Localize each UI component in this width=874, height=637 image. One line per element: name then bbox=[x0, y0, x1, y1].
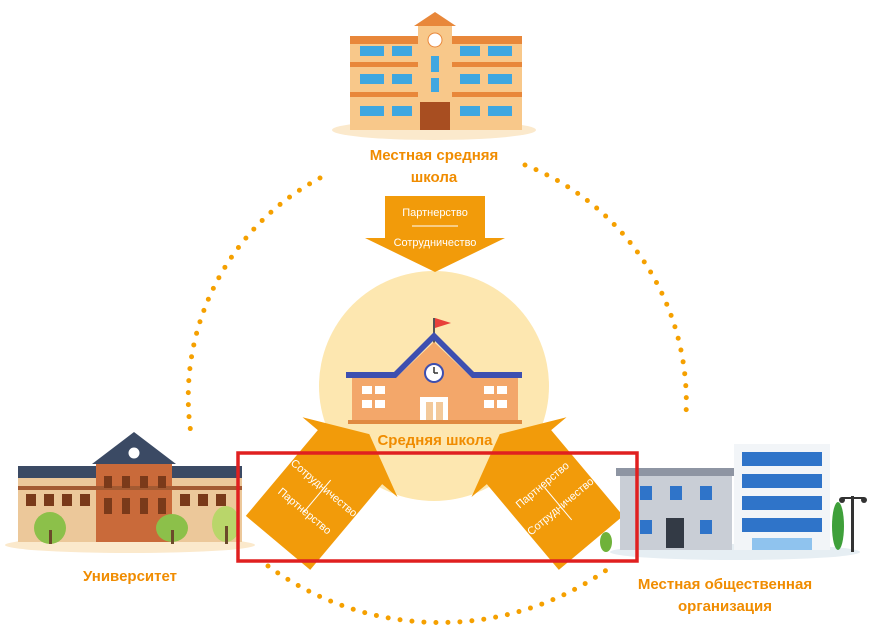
left-node-label: Университет bbox=[83, 568, 177, 585]
highlight-box bbox=[236, 451, 639, 563]
arrow-top-text2: Сотрудничество bbox=[394, 237, 477, 249]
arrow-left: Сотрудничество Партнерство bbox=[245, 417, 398, 570]
school-building-icon bbox=[332, 12, 536, 140]
street-lamp-icon bbox=[839, 496, 867, 552]
right-node-label-line1: Местная общественная bbox=[637, 576, 813, 593]
flag-icon bbox=[435, 318, 451, 328]
tree-icon bbox=[34, 506, 240, 544]
right-node-label-line2: организация bbox=[678, 598, 772, 615]
arrow-top: Партнерство Сотрудничество bbox=[365, 196, 505, 272]
right-node-label: Местная общественная организация bbox=[610, 574, 840, 618]
university-building-icon bbox=[5, 432, 255, 553]
top-node-label: Местная средняя школа bbox=[334, 145, 534, 189]
top-node-label-line2: школа bbox=[410, 169, 458, 186]
top-node-label-line1: Местная средняя bbox=[369, 147, 499, 164]
arrow-right: Сотрудничество Партнерство bbox=[471, 417, 624, 570]
arrow-top-text1: Партнерство bbox=[402, 207, 468, 219]
dotted-ring bbox=[185, 162, 689, 626]
organization-building-icon bbox=[600, 444, 867, 560]
main-school-icon bbox=[346, 318, 522, 424]
center-node-label: Средняя школа bbox=[377, 432, 493, 449]
